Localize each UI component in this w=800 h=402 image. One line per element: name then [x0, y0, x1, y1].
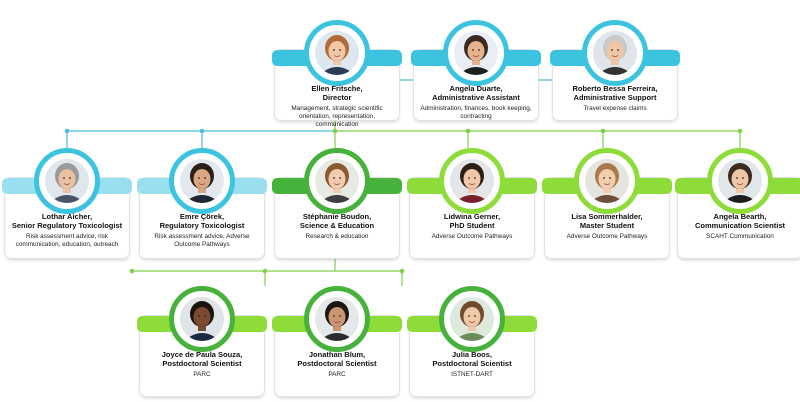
- photo-frame: [574, 148, 640, 214]
- photo-frame: [582, 20, 648, 86]
- card-text: Joyce de Paula Souza,Postdoctoral Scient…: [144, 350, 260, 379]
- person-photo-icon: [454, 31, 498, 75]
- person-photo-icon: [180, 297, 224, 341]
- person-photo-icon: [315, 159, 359, 203]
- person-description: Risk assessment advice, Adverse Outcome …: [154, 233, 250, 248]
- person-role: Director: [322, 93, 352, 102]
- person-role: Master Student: [579, 221, 635, 230]
- person-description: Administration, finances, book keeping, …: [420, 105, 532, 120]
- photo-frame: [707, 148, 773, 214]
- person-role: Administrative Support: [573, 93, 657, 102]
- person-role: Postdoctoral Scientist: [297, 359, 377, 368]
- person-description: Risk assessment advice, risk communicati…: [15, 233, 119, 248]
- connector-node: [600, 128, 606, 134]
- person-name: Roberto Bessa Ferreira,: [572, 84, 658, 93]
- person-name: Lidwina Gerner,: [443, 212, 501, 221]
- person-role: Communication Scientist: [694, 221, 785, 230]
- connector-node: [64, 128, 70, 134]
- person-role: Science & Education: [299, 221, 375, 230]
- card-text: Roberto Bessa Ferreira,Administrative Su…: [557, 84, 673, 113]
- person-description: Travel expense claims: [583, 105, 647, 112]
- card-text: Lothar Aicher,Senior Regulatory Toxicolo…: [9, 212, 125, 249]
- person-role: Senior Regulatory Toxicologist: [11, 221, 123, 230]
- person-card: Lothar Aicher,Senior Regulatory Toxicolo…: [2, 148, 132, 258]
- person-role: Regulatory Toxicologist: [159, 221, 245, 230]
- person-description: Research & education: [305, 233, 369, 240]
- photo-frame: [304, 286, 370, 352]
- person-name: Stéphanie Boudon,: [302, 212, 372, 221]
- person-photo-icon: [585, 159, 629, 203]
- person-photo-icon: [180, 159, 224, 203]
- person-description: PARC: [328, 371, 346, 378]
- person-role: Postdoctoral Scientist: [162, 359, 242, 368]
- person-photo-icon: [315, 297, 359, 341]
- person-role: Postdoctoral Scientist: [432, 359, 512, 368]
- connector-node: [465, 128, 471, 134]
- person-name: Joyce de Paula Souza,: [161, 350, 243, 359]
- person-photo-icon: [450, 297, 494, 341]
- photo-frame: [439, 148, 505, 214]
- person-photo-icon: [45, 159, 89, 203]
- person-role: PhD Student: [449, 221, 495, 230]
- person-name: Emre Çörek,: [179, 212, 225, 221]
- person-name: Angela Bearth,: [713, 212, 767, 221]
- photo-frame: [304, 148, 370, 214]
- person-description: Adverse Outcome Pathways: [431, 233, 513, 240]
- person-description: Management, strategic scientific orienta…: [291, 105, 383, 128]
- photo-frame: [304, 20, 370, 86]
- photo-frame: [439, 286, 505, 352]
- connector-node: [332, 128, 338, 134]
- person-name: Lisa Sommerhalder,: [571, 212, 643, 221]
- person-photo-icon: [593, 31, 637, 75]
- person-description: PARC: [193, 371, 211, 378]
- person-description: ISTNET-DART: [451, 371, 493, 378]
- person-name: Julia Boos,: [451, 350, 492, 359]
- person-photo-icon: [315, 31, 359, 75]
- photo-frame: [443, 20, 509, 86]
- person-role: Administrative Assistant: [432, 93, 520, 102]
- connector-node: [737, 128, 743, 134]
- photo-frame: [169, 286, 235, 352]
- person-description: Adverse Outcome Pathways: [566, 233, 648, 240]
- photo-frame: [34, 148, 100, 214]
- person-card: Roberto Bessa Ferreira,Administrative Su…: [550, 20, 680, 120]
- connector-node: [199, 128, 205, 134]
- photo-frame: [169, 148, 235, 214]
- person-name: Angela Duarte,: [449, 84, 503, 93]
- connector-node: [129, 268, 135, 274]
- person-description: SCAHT Communication: [706, 233, 774, 240]
- person-card: Joyce de Paula Souza,Postdoctoral Scient…: [137, 286, 267, 396]
- person-name: Jonathan Blum,: [308, 350, 366, 359]
- person-photo-icon: [450, 159, 494, 203]
- person-photo-icon: [718, 159, 762, 203]
- person-name: Lothar Aicher,: [41, 212, 93, 221]
- person-name: Ellen Fritsche,: [311, 84, 363, 93]
